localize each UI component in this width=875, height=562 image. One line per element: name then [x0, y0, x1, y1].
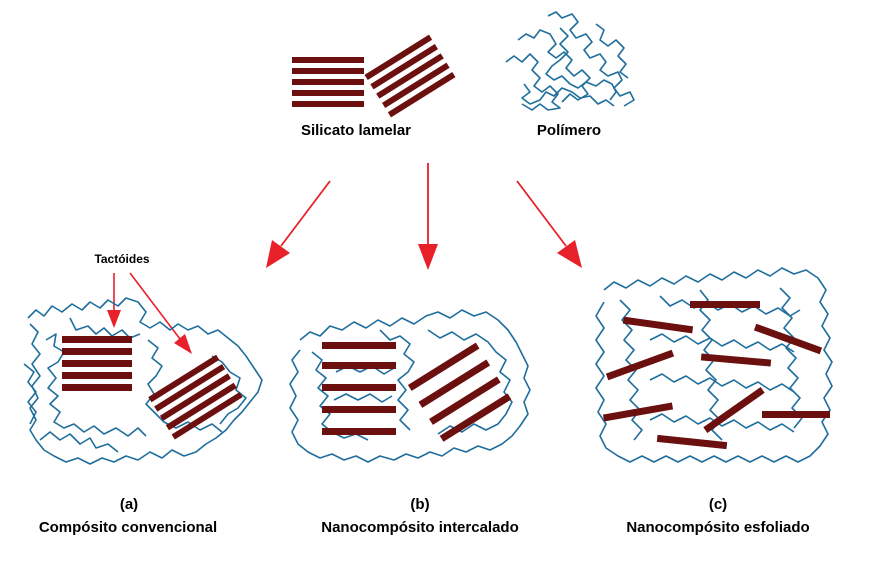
silicate-stack-tilted	[364, 34, 456, 118]
polymer-chain	[545, 27, 617, 101]
polymer-chain	[521, 83, 615, 107]
polymer-chain	[333, 393, 393, 403]
exfoliated-platelets	[602, 301, 830, 450]
polymer-chain	[547, 11, 635, 107]
silicate-layer	[62, 384, 132, 391]
tactoid-tilted	[148, 354, 243, 440]
tactoid-pointer-1	[107, 273, 121, 328]
silicate-layer	[602, 402, 674, 422]
arrows	[107, 163, 582, 354]
arrow-center	[418, 163, 438, 270]
arrow-left	[266, 180, 331, 268]
tactoid-pointer-2	[129, 272, 192, 354]
polymer-chain	[39, 431, 119, 453]
polymer-chains-top	[505, 11, 635, 111]
polymer-chain	[23, 363, 37, 425]
panel-b-graphic	[289, 309, 531, 463]
panel-c-graphic	[595, 267, 833, 463]
polymer-chain	[379, 329, 415, 431]
silicate-layer	[62, 336, 132, 343]
polymer-chain	[595, 23, 629, 79]
silicate-layer	[292, 101, 364, 107]
silicate-layer	[418, 359, 491, 408]
silicate-layer	[322, 428, 396, 435]
silicate-label: Silicato lamelar	[300, 122, 412, 139]
polymer-chain	[427, 329, 513, 435]
silicate-layer	[322, 342, 396, 349]
tactoid-horizontal	[62, 336, 132, 391]
silicate-layer	[622, 316, 694, 334]
silicate-layer	[407, 342, 480, 391]
polymer-chain	[145, 339, 223, 433]
silicate-layer	[292, 90, 364, 96]
polymer-chain	[649, 413, 795, 433]
polymer-chain	[595, 267, 833, 463]
panel-c-caption: Nanocompósito esfoliado	[626, 519, 810, 536]
silicate-layer	[364, 34, 433, 81]
polymer-chain	[45, 333, 147, 437]
polymer-chain	[211, 355, 247, 425]
polymer-chain	[779, 287, 803, 429]
silicate-layer	[376, 53, 444, 99]
polymer-chain	[649, 373, 795, 393]
silicate-layer	[171, 392, 243, 440]
silicate-layer	[700, 353, 772, 367]
silicate-layer	[165, 382, 237, 431]
silicate-layer	[322, 362, 396, 369]
panel-b-caption: Nanocompósito intercalado	[321, 519, 519, 536]
silicate-layer	[62, 372, 132, 379]
panel-a-graphic	[23, 297, 263, 465]
silicate-layer	[605, 349, 675, 381]
polymer-chain	[699, 289, 723, 441]
silicate-layer	[159, 373, 231, 421]
polymer-label: Polímero	[536, 122, 602, 139]
silicate-stack-horizontal	[292, 57, 364, 107]
silicate-layer	[292, 79, 364, 85]
silicate-layer	[387, 71, 456, 118]
silicate-layer	[753, 323, 823, 355]
polymer-chain	[649, 333, 795, 353]
silicate-layer	[62, 360, 132, 367]
panel-b-tag: (b)	[410, 496, 430, 513]
panel-a-tag: (a)	[119, 496, 139, 513]
panel-c-tag: (c)	[708, 496, 728, 513]
intercalated-stack-tilted	[407, 342, 512, 442]
silicate-layer	[656, 434, 728, 450]
silicate-layer	[439, 393, 512, 442]
polymer-chain	[27, 297, 263, 465]
polymer-chain	[505, 53, 561, 111]
silicate-layer	[62, 348, 132, 355]
silicate-layer	[292, 68, 364, 74]
silicate-layer	[148, 354, 220, 403]
intercalated-stack-horizontal	[322, 342, 396, 435]
silicate-layer	[292, 57, 364, 63]
silicate-layer	[429, 376, 501, 425]
polymer-chain	[517, 29, 591, 103]
silicate-layer	[322, 384, 396, 391]
silicate-layer	[762, 411, 830, 418]
panel-a-caption: Compósito convencional	[38, 519, 218, 536]
polymer-chain	[311, 351, 369, 441]
silicate-layer	[703, 387, 765, 433]
polymer-chain	[69, 317, 141, 339]
polymer-chain	[289, 309, 531, 463]
polymer-chains-a	[23, 297, 263, 465]
silicate-layer	[370, 43, 438, 90]
silicate-layer	[322, 406, 396, 413]
tactoids-label: Tactóides	[94, 252, 150, 266]
silicate-layer	[382, 62, 450, 109]
silicate-layer	[154, 364, 226, 412]
silicate-layer	[690, 301, 760, 308]
arrow-right	[516, 180, 582, 268]
